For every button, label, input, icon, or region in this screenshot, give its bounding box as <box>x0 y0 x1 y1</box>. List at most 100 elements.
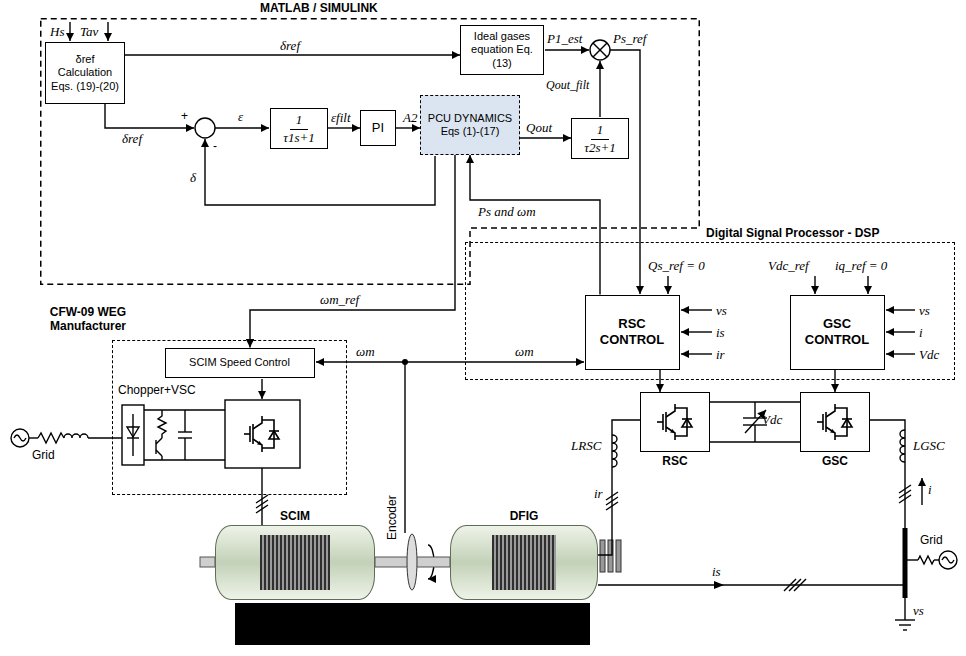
junction-dot <box>402 359 408 365</box>
signal-wire <box>681 309 712 310</box>
power-circuit <box>11 400 957 630</box>
power-circuit <box>11 429 29 447</box>
signal-label: Qout <box>526 120 552 135</box>
stator-core <box>492 535 556 590</box>
signal-label: ωm_ref <box>320 292 359 307</box>
switch-symbol <box>817 404 852 440</box>
multiplier-symbol <box>593 43 607 57</box>
machine-body: SCIM <box>215 525 375 600</box>
power-circuit <box>184 410 185 432</box>
signal-label: Grid <box>920 533 943 548</box>
power-circuit <box>903 629 907 630</box>
machine-base <box>235 603 590 645</box>
box-text: PI <box>372 120 384 136</box>
fraction-denominator: τ2s+1 <box>584 140 615 156</box>
signal-wire <box>70 22 915 533</box>
power-circuit <box>161 456 162 460</box>
power-circuit <box>899 495 911 503</box>
power-circuit <box>934 559 939 560</box>
signal-label: Ps and ωm <box>478 204 536 219</box>
power-circuit <box>612 435 617 467</box>
signal-wire <box>886 309 915 310</box>
signal-label: vs <box>716 303 727 318</box>
power-circuit <box>904 598 905 620</box>
switch-symbol <box>244 404 852 452</box>
shaft <box>407 534 417 590</box>
signal-wire <box>667 276 668 294</box>
filter-block: 1τ1s+1 <box>270 108 328 149</box>
switch-symbol <box>657 404 692 440</box>
signal-label: δref <box>122 131 142 146</box>
process-box: Ideal gases equation Eq.(13) <box>460 25 544 75</box>
grid-bus <box>903 528 908 598</box>
signal-wire <box>681 353 712 354</box>
fraction-denominator: τ1s+1 <box>283 130 314 146</box>
simulation-region: MATLAB / SIMULINKδref Calculation Eqs. (… <box>40 18 700 285</box>
signal-wire <box>69 22 70 41</box>
converter-box: GSC <box>800 392 870 452</box>
summing-junction <box>195 118 215 138</box>
connector <box>125 54 460 55</box>
stator-core <box>260 535 330 590</box>
part-label: DFIG <box>441 509 607 523</box>
filter-block: 1τ2s+1 <box>571 118 629 159</box>
power-circuit <box>261 468 262 525</box>
part-label: RSC <box>631 454 719 468</box>
power-circuit <box>918 556 934 564</box>
process-box: δref Calculation Eqs. (19)-(20) <box>45 42 125 104</box>
connector <box>328 127 360 128</box>
region-title: Digital Signal Processor - DSP <box>706 226 879 240</box>
power-circuit <box>225 400 300 468</box>
signal-wire <box>404 362 405 533</box>
signal-label: Tav <box>80 24 98 39</box>
signal-wire <box>107 22 108 41</box>
box-text: δref Calculation Eqs. (19)-(20) <box>50 53 120 93</box>
power-circuit <box>942 557 954 563</box>
signal-label: ωm <box>356 344 375 359</box>
power-circuit <box>155 440 156 454</box>
signal-label: εfilt <box>331 110 351 125</box>
signal-wire <box>405 361 584 362</box>
power-circuit <box>38 433 64 443</box>
signal-label: Qout_filt <box>546 78 589 93</box>
signal-wire <box>545 49 589 50</box>
signal-wire <box>886 331 915 332</box>
multiplier-symbol <box>590 40 610 60</box>
box-text: SCIM Speed Control <box>189 356 290 369</box>
power-circuit <box>156 450 162 456</box>
connector <box>250 155 455 348</box>
power-circuit <box>900 430 905 462</box>
fraction-numerator: 1 <box>290 112 309 130</box>
signal-label: δ <box>190 170 196 185</box>
signal-label: i <box>919 325 923 340</box>
signal-label: Vdc <box>762 412 782 427</box>
machine-body: DFIG <box>450 525 598 600</box>
converter-box: RSC <box>640 392 710 452</box>
signal-label: vs <box>919 303 930 318</box>
part-label: SCIM <box>206 509 384 523</box>
connector <box>710 401 800 402</box>
signal-label: is <box>716 325 725 340</box>
box-text: PCU DYNAMICS Eqs (1)-(17) <box>425 112 515 138</box>
signal-label: ε <box>238 109 243 124</box>
signal-wire <box>867 276 868 294</box>
signal-label: i <box>928 482 932 497</box>
power-circuit <box>939 551 957 569</box>
model-block: PCU DYNAMICS Eqs (1)-(17) <box>420 95 520 155</box>
part-label: GSC <box>791 454 879 468</box>
connector <box>396 127 420 128</box>
control-box: RSC CONTROL <box>585 295 680 370</box>
signal-label: Grid <box>32 448 55 463</box>
current-arrow <box>714 581 724 589</box>
signal-wire <box>316 361 405 362</box>
signal-wire <box>814 276 815 294</box>
power-circuit <box>754 402 755 418</box>
power-circuit <box>178 431 192 432</box>
signal-label: δref <box>280 38 300 53</box>
signal-label: ωm <box>515 344 534 359</box>
power-circuit <box>156 438 162 444</box>
region-title: MATLAB / SIMULINK <box>260 1 378 15</box>
power-circuit <box>921 478 922 505</box>
signal-wire <box>261 379 262 399</box>
